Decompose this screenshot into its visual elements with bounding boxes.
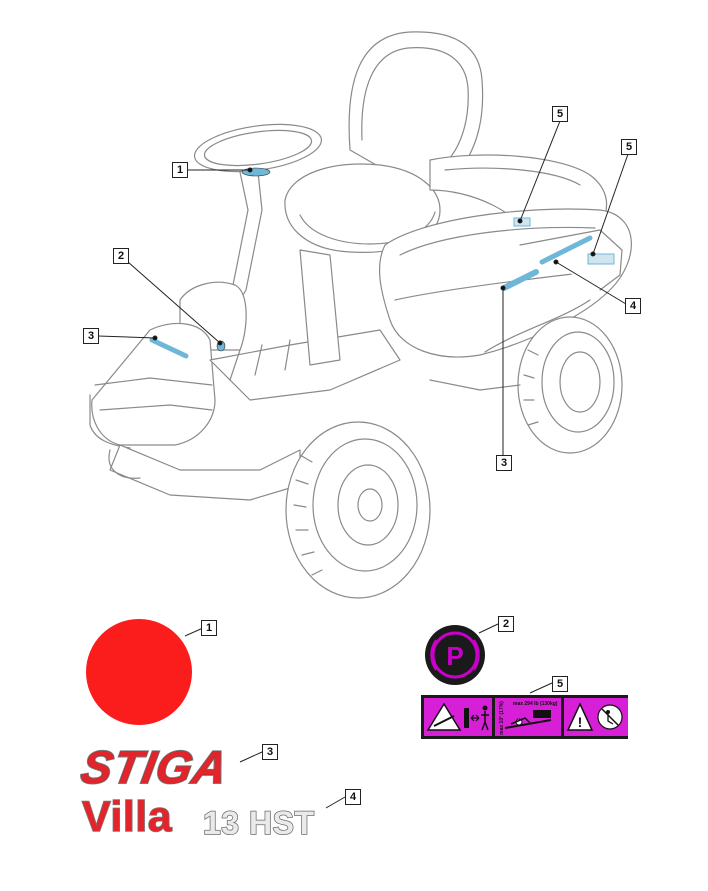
callout-1: 1 — [172, 162, 188, 178]
decal-5-on-side — [587, 253, 615, 265]
legend-callout-5: 5 — [552, 676, 568, 692]
decal-3-on-hood — [149, 337, 189, 359]
machine-decal-highlights — [149, 167, 615, 359]
model-number-decal: 13 HST — [202, 804, 315, 842]
safety-warning-panel: ! — [564, 698, 628, 736]
warning-triangle-icon — [566, 702, 594, 731]
callout-3-front: 3 — [83, 328, 99, 344]
decal-1-on-steering — [241, 167, 271, 177]
ride-on-mower-drawing — [89, 31, 632, 599]
callout-4: 4 — [625, 298, 641, 314]
legend-callout-2: 2 — [498, 616, 514, 632]
stiga-logo-decal: STIGA — [76, 740, 233, 794]
side-max-text: max 10° (17%) — [498, 701, 505, 735]
decal-4-on-side — [539, 235, 593, 265]
callout-2: 2 — [113, 248, 129, 264]
svg-text:!: ! — [578, 714, 583, 730]
slope-warning-panel — [424, 698, 492, 736]
legend-callout-4: 4 — [345, 789, 361, 805]
villa-model-decal: Villa — [81, 792, 173, 842]
keep-distance-icon — [464, 705, 489, 731]
leader-lines — [97, 120, 629, 809]
load-max-text: max 294 lb (130kg) — [513, 701, 558, 707]
slope-warning-icon — [426, 702, 462, 731]
callout-5-side: 5 — [621, 139, 637, 155]
callout-3-side: 3 — [496, 455, 512, 471]
parking-brake-decal: P — [425, 625, 485, 685]
callout-5-rear: 5 — [552, 106, 568, 122]
warning-label-decal: max 294 lb (130kg) max 10° (17%) ! — [421, 695, 628, 739]
decal-1-red-circle — [86, 619, 192, 725]
decal-3-on-side — [501, 269, 539, 291]
no-passenger-icon — [597, 704, 623, 730]
legend-callout-3: 3 — [262, 744, 278, 760]
parking-brake-icon: P — [446, 641, 463, 671]
load-limit-panel: max 294 lb (130kg) max 10° (17%) — [495, 698, 561, 736]
legend-callout-1: 1 — [201, 620, 217, 636]
